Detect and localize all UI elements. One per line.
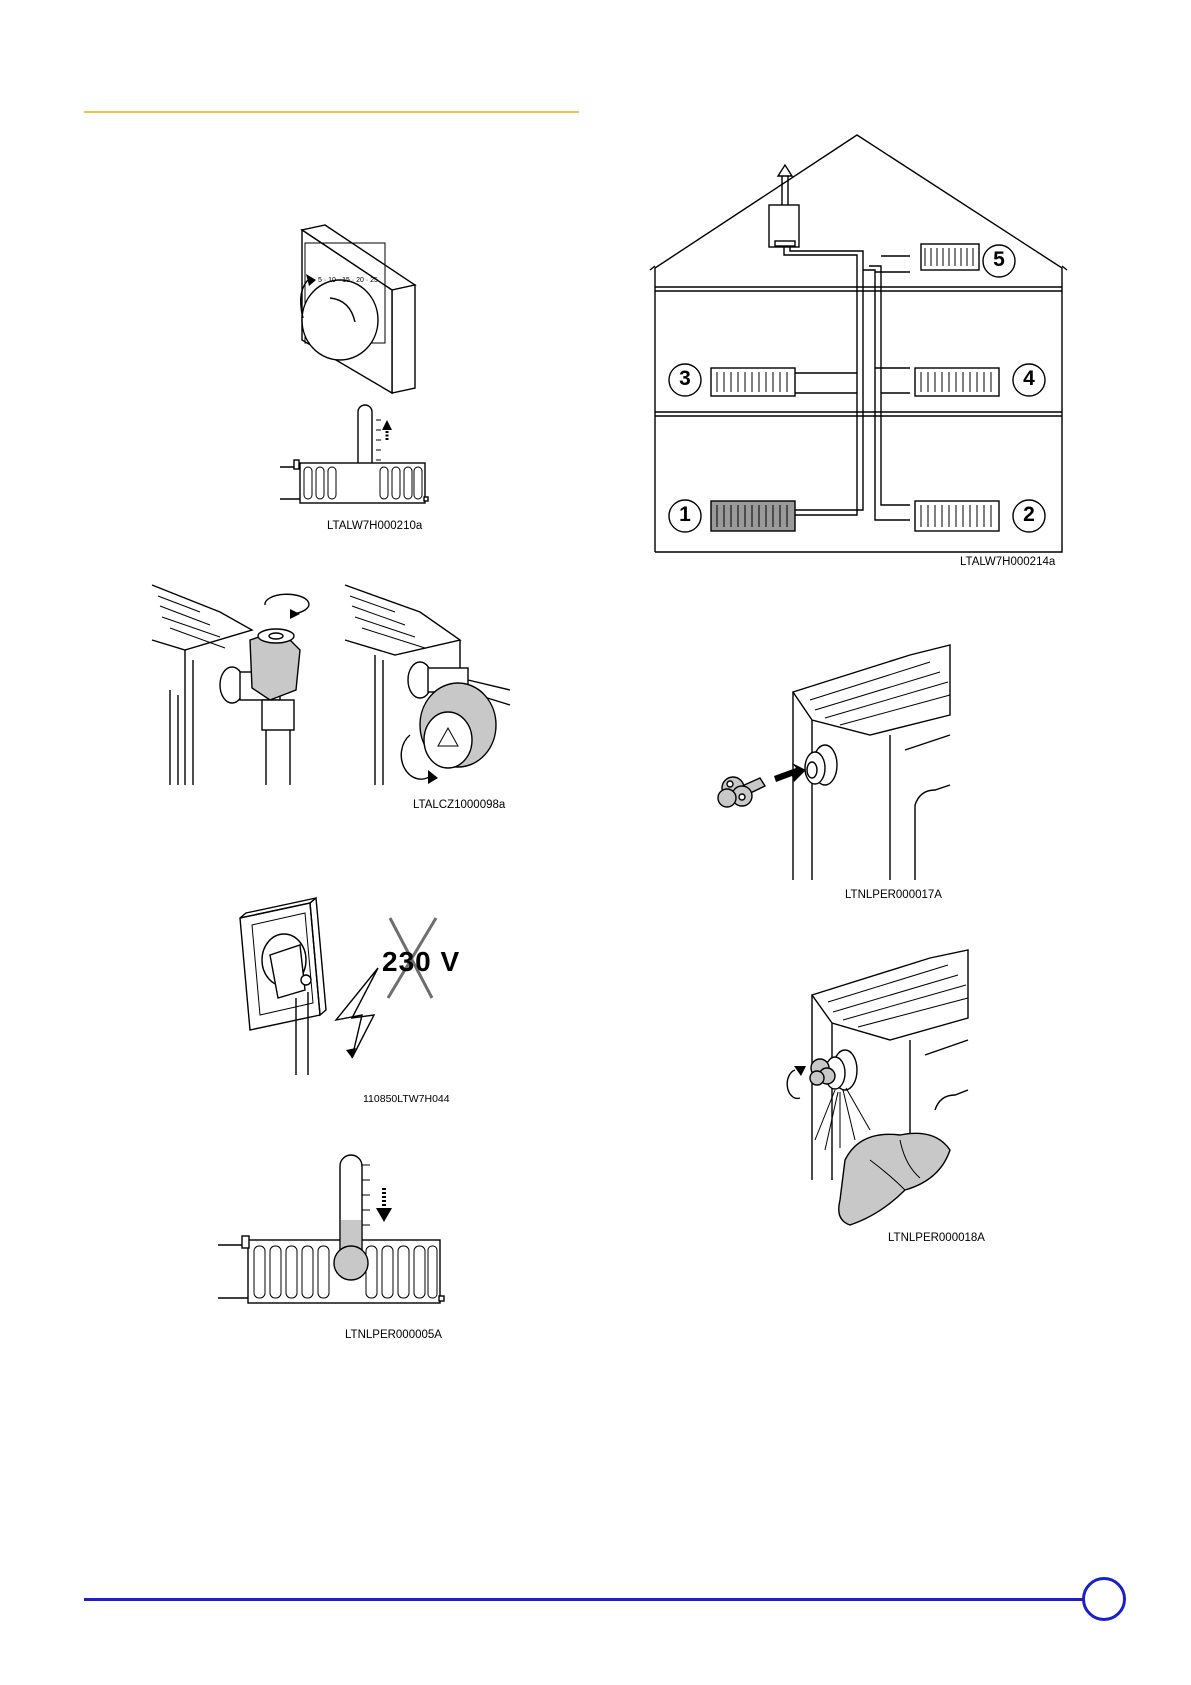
figure-code: LTNLPER000018A [888,1232,985,1244]
footer-rule [84,1598,1084,1601]
page-number-badge [1082,1577,1126,1621]
